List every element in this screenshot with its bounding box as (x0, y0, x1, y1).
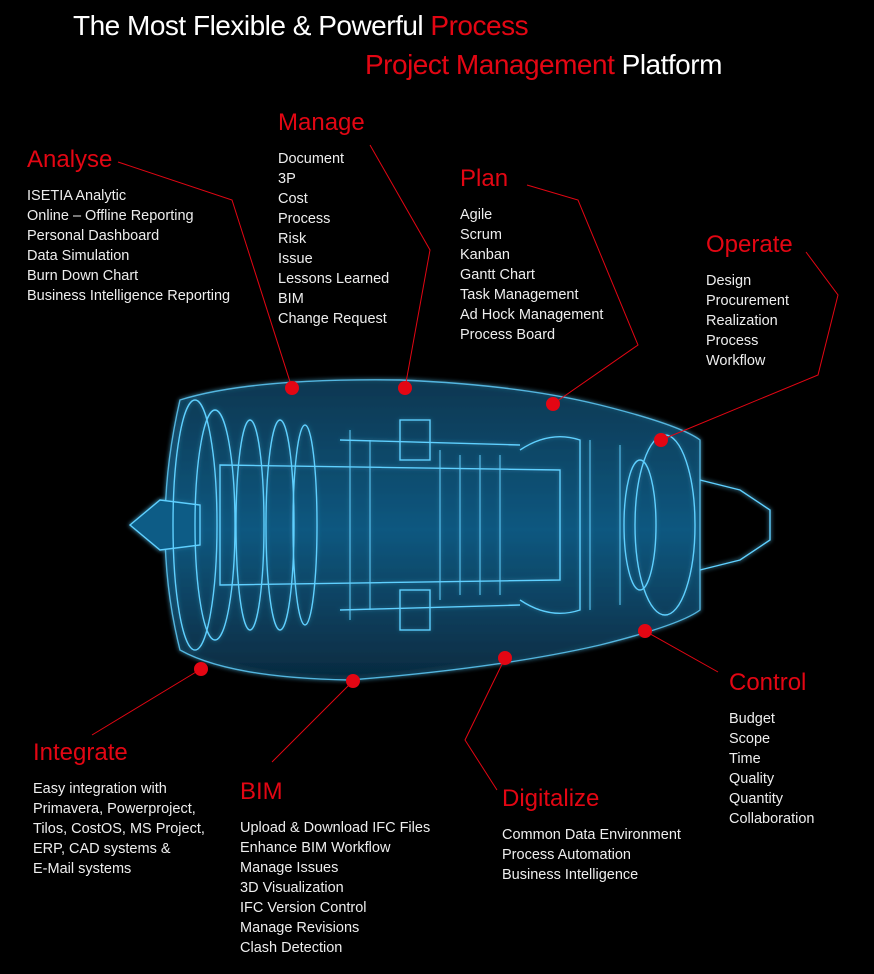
section-heading: Operate (706, 231, 793, 258)
section-heading: BIM (240, 778, 283, 805)
feature-item: 3D Visualization (240, 880, 344, 896)
title-line-2: Project Management Platform (365, 49, 722, 81)
feature-item: Collaboration (729, 811, 815, 827)
hotspot-digitalize[interactable] (498, 651, 512, 665)
feature-item: Realization (706, 313, 778, 329)
feature-item: Process (278, 211, 331, 227)
feature-item: Issue (278, 251, 313, 267)
section-heading: Control (729, 669, 807, 696)
feature-item: Gantt Chart (460, 267, 535, 283)
hotspot-analyse[interactable] (285, 381, 299, 395)
title-white-part: The Most Flexible & Powerful (73, 10, 424, 41)
feature-item: Manage Revisions (240, 920, 360, 936)
section-heading: Digitalize (502, 785, 600, 812)
feature-item: 3P (278, 171, 296, 187)
feature-item: Risk (278, 231, 307, 247)
title-line-1: The Most Flexible & Powerful Process (73, 10, 529, 42)
feature-item: ISETIA Analytic (27, 188, 127, 204)
feature-item: Upload & Download IFC Files (240, 820, 431, 836)
section-heading: Integrate (33, 739, 128, 766)
feature-item: Change Request (278, 311, 387, 327)
feature-item: Quantity (729, 791, 783, 807)
leader-lines (91, 144, 839, 791)
feature-item: Cost (278, 191, 308, 207)
section-heading: Plan (460, 165, 509, 192)
feature-item: E-Mail systems (33, 861, 132, 877)
feature-item: Workflow (706, 353, 766, 369)
feature-item: Business Intelligence (502, 867, 639, 883)
feature-item: Scrum (460, 227, 502, 243)
hotspot-manage[interactable] (398, 381, 412, 395)
title-red-part: Process (430, 10, 529, 41)
feature-item: IFC Version Control (240, 900, 367, 916)
feature-item: Personal Dashboard (27, 228, 160, 244)
feature-item: Task Management (460, 287, 579, 303)
title-red-part: Project Management (365, 49, 615, 80)
feature-item: Agile (460, 207, 493, 223)
title-white-part: Platform (621, 49, 723, 80)
hotspot-integrate[interactable] (194, 662, 208, 676)
feature-item: Primavera, Powerproject, (33, 801, 196, 817)
feature-item: Clash Detection (240, 940, 343, 956)
engine-illustration (128, 379, 771, 681)
feature-item: Document (278, 151, 345, 167)
feature-item: Quality (729, 771, 775, 787)
feature-item: Procurement (706, 293, 790, 309)
feature-item: Process Automation (502, 847, 631, 863)
feature-item: Lessons Learned (278, 271, 390, 287)
feature-item: Kanban (460, 247, 510, 263)
feature-item: Enhance BIM Workflow (240, 840, 391, 856)
feature-item: Common Data Environment (502, 827, 681, 843)
feature-item: Design (706, 273, 752, 289)
hotspot-operate[interactable] (654, 433, 668, 447)
feature-item: Budget (729, 711, 775, 727)
feature-item: Process Board (460, 327, 556, 343)
feature-item: Manage Issues (240, 860, 339, 876)
section-heading: Manage (278, 109, 365, 136)
feature-item: Online – Offline Reporting (27, 208, 194, 224)
feature-item: Ad Hock Management (460, 307, 604, 323)
section-heading: Analyse (27, 146, 113, 173)
feature-item: Process (706, 333, 759, 349)
feature-item: ERP, CAD systems & (33, 841, 171, 857)
feature-item: Time (729, 751, 761, 767)
feature-item: Scope (729, 731, 771, 747)
hotspot-control[interactable] (638, 624, 652, 638)
feature-item: Tilos, CostOS, MS Project, (33, 821, 205, 837)
feature-item: Data Simulation (27, 248, 130, 264)
feature-item: Easy integration with (33, 781, 167, 797)
hotspot-plan[interactable] (546, 397, 560, 411)
feature-item: Business Intelligence Reporting (27, 288, 231, 304)
feature-item: BIM (278, 291, 304, 307)
hotspot-bim[interactable] (346, 674, 360, 688)
feature-item: Burn Down Chart (27, 268, 139, 284)
